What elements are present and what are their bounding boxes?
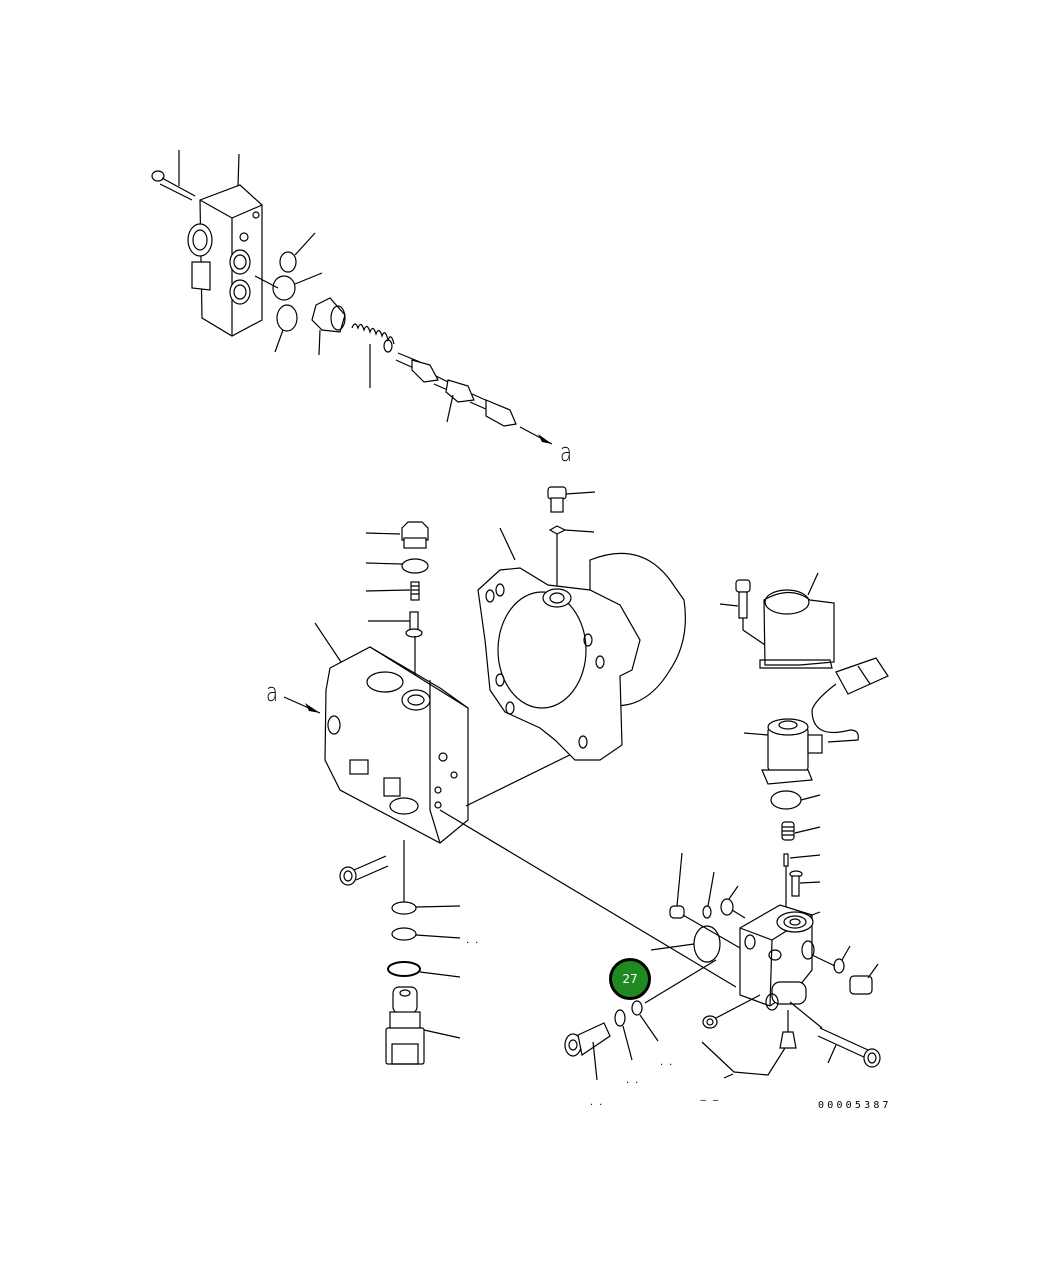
leader-line	[639, 1014, 659, 1042]
leader-line	[274, 329, 284, 353]
o-ring-side	[833, 958, 845, 974]
o-ring-small	[702, 905, 712, 919]
valve-body-main	[314, 622, 469, 844]
sub-valve-block	[739, 904, 821, 1011]
bolt-solenoid	[719, 579, 766, 646]
callout-number: 27	[622, 972, 638, 986]
leader-line	[439, 809, 737, 988]
leader-line	[841, 945, 851, 961]
arrow-to-a-top	[519, 426, 553, 445]
plug-side	[849, 963, 879, 995]
plug-left-lower	[564, 1022, 611, 1081]
leader-line	[254, 275, 279, 289]
dot-marks: ··	[590, 1100, 609, 1111]
o-ring-upper-2	[272, 275, 296, 301]
o-ring-b	[631, 1000, 643, 1016]
leader-line	[650, 943, 695, 951]
sleeve	[311, 297, 346, 356]
leader-line	[237, 153, 240, 187]
o-ring-large	[693, 925, 721, 963]
screw	[789, 870, 821, 897]
o-ring-upper-1	[279, 251, 297, 273]
leader-line	[707, 871, 715, 907]
spring-small	[365, 581, 420, 601]
part-callout-27[interactable]: 27	[609, 958, 651, 1000]
flange-housing	[477, 527, 686, 761]
leader-line	[644, 959, 717, 1004]
bolt-long	[789, 1001, 881, 1068]
leader-line	[419, 971, 461, 978]
leader-line	[294, 232, 316, 256]
bolt-top-flange	[547, 486, 596, 513]
spring-lower	[781, 821, 821, 841]
plug	[365, 521, 429, 549]
solenoid	[743, 718, 823, 785]
o-ring-lower-3	[387, 961, 421, 977]
o-ring-lower-1	[391, 901, 417, 915]
o-ring-upper-3	[276, 304, 298, 332]
valve-block-upper	[187, 184, 263, 337]
leader-line	[800, 794, 821, 801]
o-ring-solenoid	[770, 790, 802, 810]
leader-line	[728, 885, 739, 900]
arrow-to-a-left	[283, 696, 321, 714]
spring-upper	[351, 323, 395, 388]
dot-marks: ··	[466, 938, 485, 949]
bolt-upper	[151, 150, 196, 201]
reference-letter-a-top: a	[560, 438, 572, 468]
plug-small	[669, 852, 685, 919]
dot-marks: ··	[626, 1078, 645, 1089]
o-ring-plug	[401, 558, 429, 574]
connector	[811, 657, 889, 743]
dot-marks: ··	[660, 1060, 679, 1071]
plug-kit	[701, 994, 797, 1079]
leader-line	[731, 909, 746, 919]
o-ring-side-upper	[720, 898, 734, 916]
reference-letter-a-left: a	[266, 678, 278, 708]
poppet	[368, 611, 423, 690]
solenoid-cover	[759, 572, 835, 669]
leader-line	[811, 954, 836, 967]
spool	[395, 352, 517, 427]
leader-line	[415, 934, 461, 939]
dot-marks: ‒‒	[700, 1095, 725, 1106]
cartridge-valve	[385, 986, 461, 1065]
o-ring-lower-2	[391, 927, 417, 941]
leader-line	[682, 914, 741, 949]
o-ring-a	[614, 1009, 626, 1027]
leader-line	[622, 1025, 633, 1061]
leader-line	[294, 272, 323, 285]
drawing-number: 00005387	[818, 1100, 892, 1111]
bolt-left	[339, 840, 405, 904]
leader-line	[415, 905, 461, 908]
leader-line	[365, 562, 403, 565]
